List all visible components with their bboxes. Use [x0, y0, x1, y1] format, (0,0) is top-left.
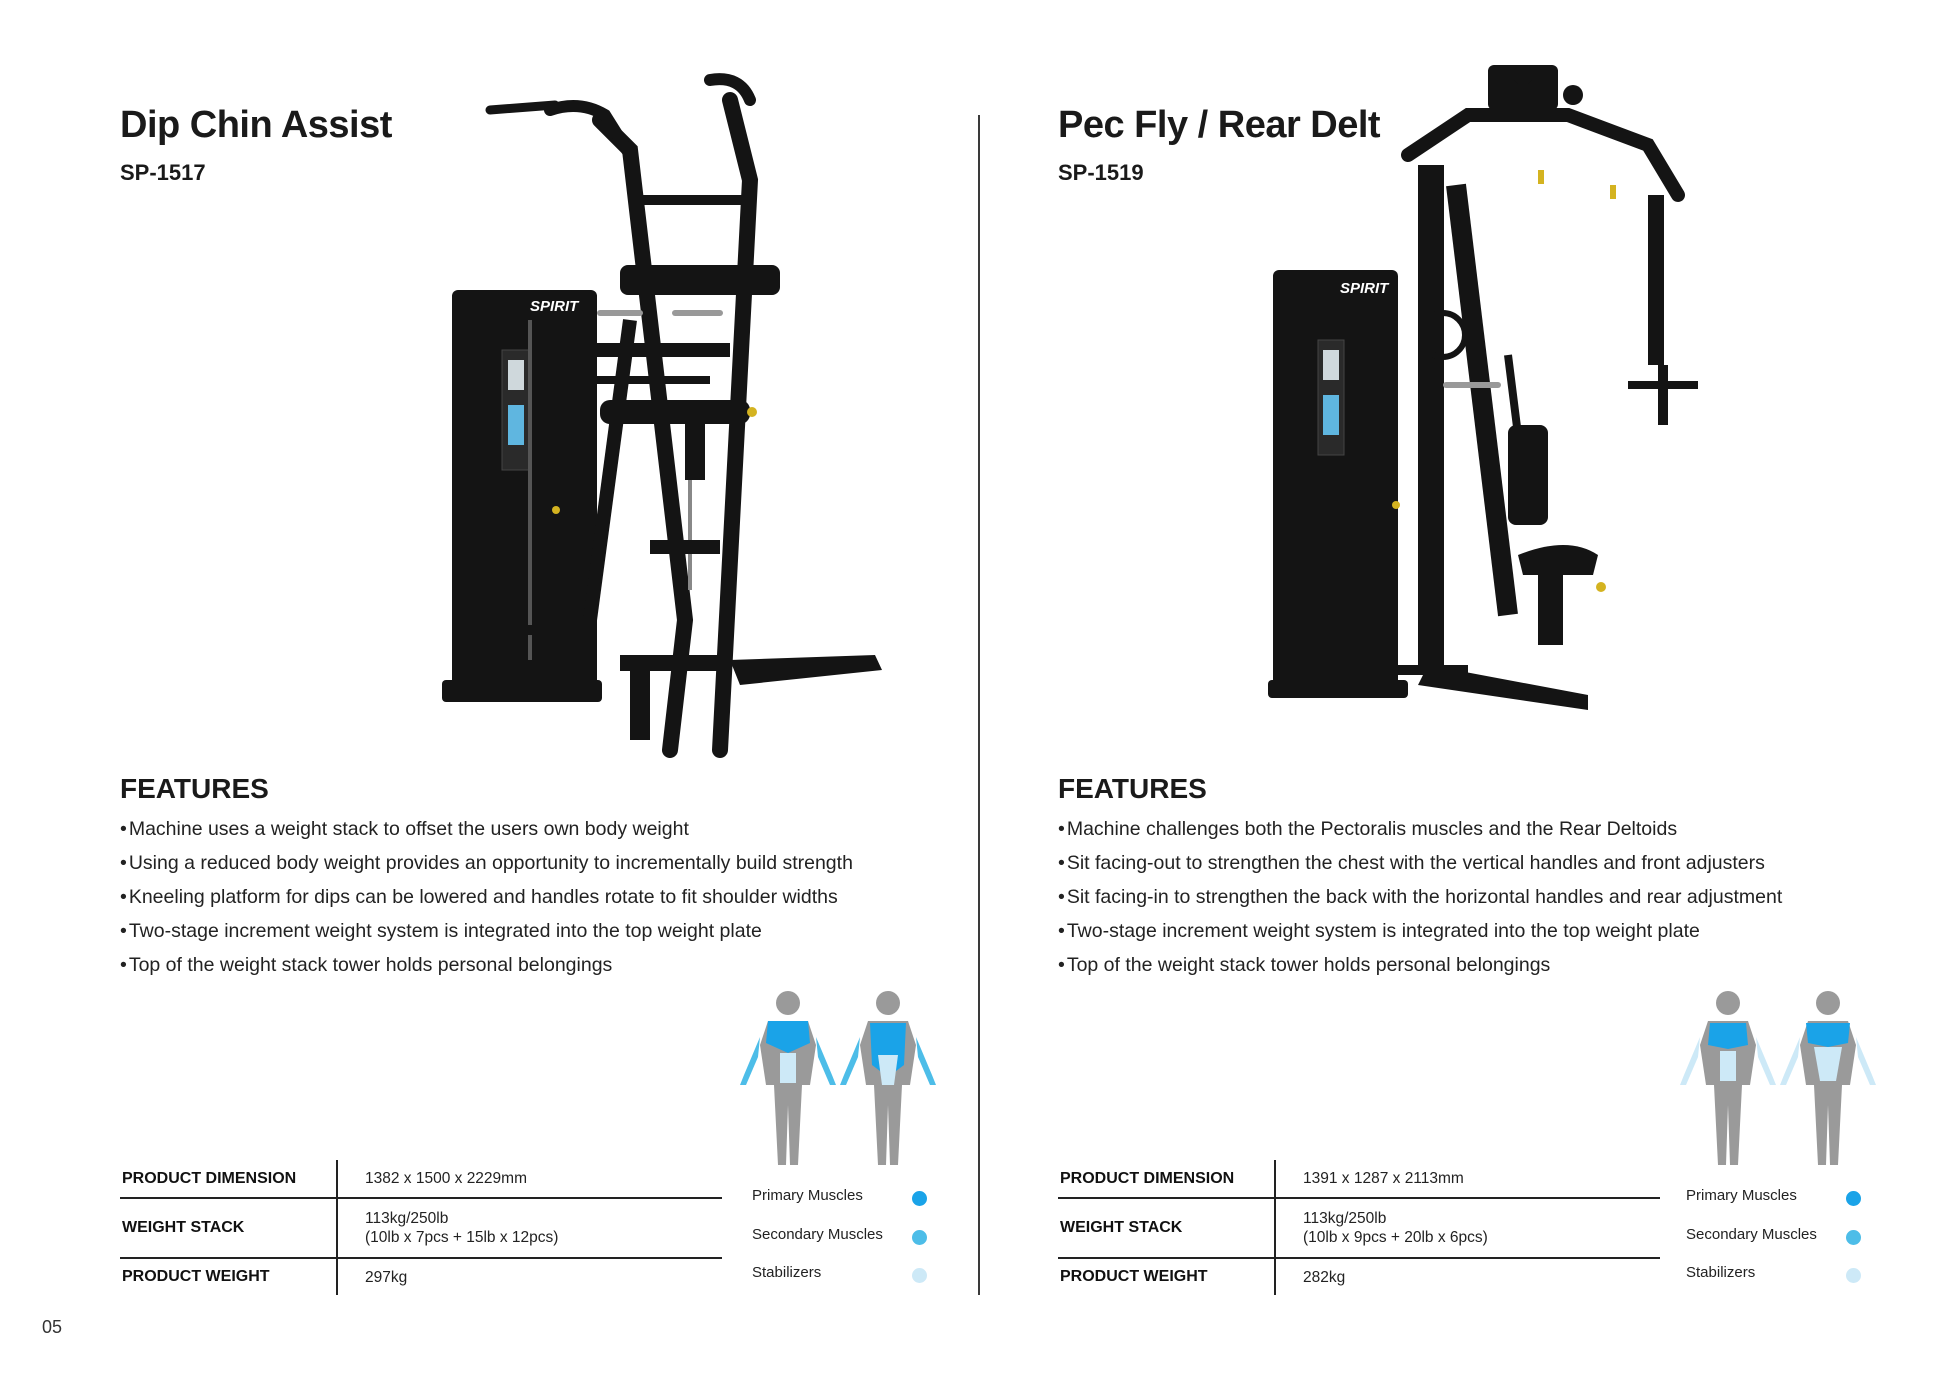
dip-chin-assist-machine-image: SPIRIT — [442, 73, 882, 758]
front-body-figure — [1680, 991, 1776, 1165]
spec-value: 297kg — [365, 1268, 408, 1286]
muscle-legend: Primary Muscles Secondary Muscles Stabil… — [1686, 1178, 1861, 1294]
spec-row-product-weight: PRODUCT WEIGHT 282kg — [1058, 1258, 1660, 1295]
page-divider — [978, 115, 980, 1295]
specs-table: PRODUCT DIMENSION 1382 x 1500 x 2229mm W… — [120, 1160, 722, 1295]
product-title: Dip Chin Assist — [120, 104, 392, 146]
spec-label: WEIGHT STACK — [120, 1198, 338, 1259]
muscle-legend: Primary Muscles Secondary Muscles Stabil… — [752, 1178, 927, 1294]
product-model-number: SP-1519 — [1058, 160, 1144, 185]
legend-stabilizers: Stabilizers — [1686, 1255, 1861, 1294]
features-list: Machine challenges both the Pectoralis m… — [1058, 812, 1782, 982]
spec-value: 1391 x 1287 x 2113mm — [1275, 1160, 1660, 1199]
page-number: 05 — [42, 1317, 63, 1337]
legend-secondary: Secondary Muscles — [752, 1217, 927, 1256]
product-title: Pec Fly / Rear Delt — [1058, 104, 1381, 146]
feature-item: Top of the weight stack tower holds pers… — [1058, 948, 1782, 982]
feature-item: Sit facing-out to strengthen the chest w… — [1058, 846, 1782, 880]
back-body-figure — [840, 991, 936, 1165]
feature-item: Top of the weight stack tower holds pers… — [120, 948, 853, 982]
primary-color-dot — [1846, 1191, 1861, 1206]
legend-primary: Primary Muscles — [752, 1178, 927, 1217]
spec-row-weight-stack: WEIGHT STACK 113kg/250lb (10lb x 7pcs + … — [120, 1198, 722, 1259]
spec-label: WEIGHT STACK — [1058, 1198, 1276, 1259]
product-panel-dip-chin-assist: Dip Chin Assist SP-1517 — [120, 0, 1000, 1376]
legend-stabilizers: Stabilizers — [752, 1255, 927, 1294]
feature-item: Two-stage increment weight system is int… — [1058, 914, 1782, 948]
front-body-figure — [740, 991, 836, 1165]
legend-secondary: Secondary Muscles — [1686, 1217, 1861, 1256]
spec-label: PRODUCT WEIGHT — [1058, 1258, 1276, 1295]
spec-value: 1382 x 1500 x 2229mm — [337, 1160, 722, 1199]
muscle-diagram — [1680, 991, 1876, 1165]
pec-fly-rear-delt-machine-image: SPIRIT — [1268, 65, 1698, 710]
features-heading: FEATURES — [120, 773, 269, 804]
legend-primary: Primary Muscles — [1686, 1178, 1861, 1217]
legend-label: Stabilizers — [1686, 1264, 1756, 1281]
back-body-figure — [1780, 991, 1876, 1165]
specs-table: PRODUCT DIMENSION 1391 x 1287 x 2113mm W… — [1058, 1160, 1660, 1295]
primary-color-dot — [912, 1191, 927, 1206]
product-model-number: SP-1517 — [120, 160, 206, 185]
spec-value-line: (10lb x 9pcs + 20lb x 6pcs) — [1303, 1229, 1488, 1246]
spec-value-line: (10lb x 7pcs + 15lb x 12pcs) — [365, 1229, 559, 1246]
feature-item: Sit facing-in to strengthen the back wit… — [1058, 880, 1782, 914]
features-heading: FEATURES — [1058, 773, 1207, 804]
feature-item: Using a reduced body weight provides an … — [120, 846, 853, 880]
feature-item: Two-stage increment weight system is int… — [120, 914, 853, 948]
brand-logo: SPIRIT — [1340, 280, 1390, 297]
legend-label: Primary Muscles — [752, 1187, 863, 1204]
secondary-color-dot — [912, 1229, 927, 1245]
legend-label: Stabilizers — [752, 1264, 822, 1281]
spec-label: PRODUCT DIMENSION — [1058, 1160, 1276, 1199]
spec-label: PRODUCT DIMENSION — [120, 1160, 338, 1199]
feature-item: Machine uses a weight stack to offset th… — [120, 812, 853, 846]
legend-label: Secondary Muscles — [1686, 1225, 1817, 1243]
spec-label: PRODUCT WEIGHT — [120, 1258, 338, 1295]
legend-label: Secondary Muscles — [752, 1225, 883, 1243]
spec-value-line: 113kg/250lb — [365, 1210, 449, 1227]
spec-value-line: 113kg/250lb — [1303, 1210, 1387, 1227]
spec-row-weight-stack: WEIGHT STACK 113kg/250lb (10lb x 9pcs + … — [1058, 1198, 1660, 1259]
feature-item: Kneeling platform for dips can be lowere… — [120, 880, 853, 914]
spec-value: 113kg/250lb (10lb x 9pcs + 20lb x 6pcs) — [1275, 1198, 1660, 1259]
brand-logo: SPIRIT — [530, 298, 580, 315]
product-panel-pec-fly-rear-delt: Pec Fly / Rear Delt SP-1519 — [1058, 0, 1938, 1376]
feature-item: Machine challenges both the Pectoralis m… — [1058, 812, 1782, 846]
spec-value: 113kg/250lb (10lb x 7pcs + 15lb x 12pcs) — [337, 1198, 722, 1259]
stabilizers-color-dot — [1846, 1268, 1861, 1283]
muscle-diagram — [740, 991, 936, 1165]
spec-row-dimension: PRODUCT DIMENSION 1391 x 1287 x 2113mm — [1058, 1160, 1660, 1199]
spec-row-dimension: PRODUCT DIMENSION 1382 x 1500 x 2229mm — [120, 1160, 722, 1199]
stabilizers-color-dot — [912, 1268, 927, 1283]
secondary-color-dot — [1846, 1229, 1861, 1245]
features-list: Machine uses a weight stack to offset th… — [120, 812, 853, 982]
spec-row-product-weight: PRODUCT WEIGHT 297kg — [120, 1258, 722, 1295]
spec-value: 282kg — [1303, 1268, 1346, 1286]
legend-label: Primary Muscles — [1686, 1187, 1797, 1204]
